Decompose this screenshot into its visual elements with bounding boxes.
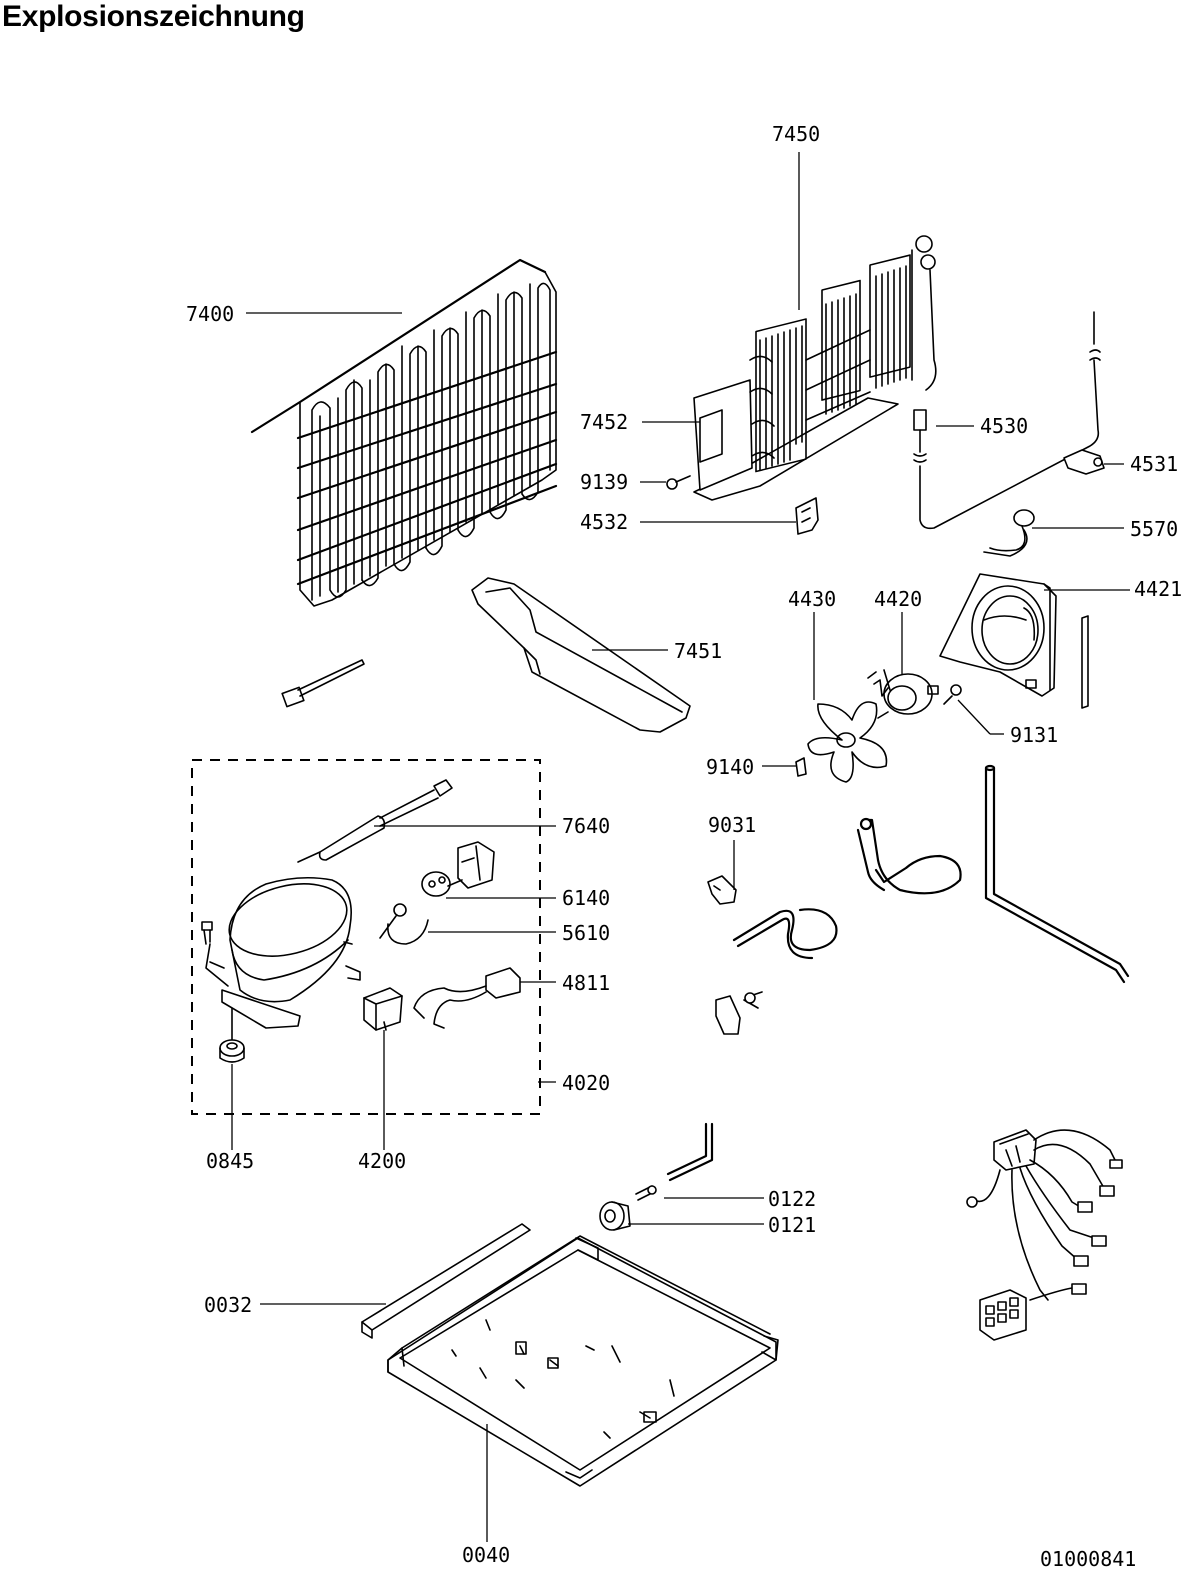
compressor — [205, 876, 361, 1029]
clip-9031 — [707, 875, 737, 905]
connector-4531 — [1063, 449, 1105, 475]
drawing-number: 01000841 — [1040, 1547, 1136, 1571]
base-frame — [387, 1235, 779, 1487]
part-label-9140: 9140 — [706, 755, 754, 779]
part-label-5610: 5610 — [562, 921, 610, 945]
part-label-4421: 4421 — [1134, 577, 1182, 601]
part-label-7640: 7640 — [562, 814, 610, 838]
capacitor-4200 — [363, 987, 403, 1031]
axle-0122 — [635, 1185, 657, 1201]
part-label-7452: 7452 — [580, 410, 628, 434]
cable-tie — [281, 659, 365, 708]
screw-9131 — [943, 684, 962, 705]
coiled-tube — [732, 908, 838, 960]
grommet-0845 — [219, 1007, 245, 1063]
plate-7452 — [699, 409, 723, 463]
sensor-4530 — [913, 311, 1101, 530]
fan-housing-4421 — [939, 573, 1089, 709]
part-label-9139: 9139 — [580, 470, 628, 494]
part-label-7400: 7400 — [186, 302, 234, 326]
part-label-0845: 0845 — [206, 1149, 254, 1173]
part-label-7451: 7451 — [674, 639, 722, 663]
evaporator — [693, 235, 937, 501]
part-label-9131: 9131 — [1010, 723, 1058, 747]
main-wire-harness — [966, 1129, 1123, 1341]
suction-tube — [856, 817, 962, 895]
part-label-4020: 4020 — [562, 1071, 610, 1095]
screw-compressor — [201, 921, 213, 945]
bracket-screw — [715, 991, 763, 1035]
wire-harness-4811 — [413, 967, 521, 1029]
page-title: Explosionszeichnung — [2, 0, 305, 33]
part-label-9031: 9031 — [708, 813, 756, 837]
relay-6140 — [421, 841, 495, 897]
clip-4532 — [795, 497, 819, 535]
part-label-4420: 4420 — [874, 587, 922, 611]
part-label-4532: 4532 — [580, 510, 628, 534]
filter-drier-7640 — [297, 779, 453, 863]
clip-9140 — [795, 757, 807, 777]
condenser-coil — [250, 258, 558, 607]
part-label-4531: 4531 — [1130, 452, 1178, 476]
leader-lines — [231, 152, 1130, 1542]
screw-9139 — [666, 475, 691, 490]
bent-pin — [666, 1122, 714, 1182]
grommet-5570 — [983, 509, 1035, 557]
part-label-5570: 5570 — [1130, 517, 1178, 541]
part-label-7450: 7450 — [772, 122, 820, 146]
part-label-0122: 0122 — [768, 1187, 816, 1211]
fan-blade-4430 — [807, 701, 888, 783]
part-label-4200: 4200 — [358, 1149, 406, 1173]
part-label-4530: 4530 — [980, 414, 1028, 438]
rail-0032 — [361, 1223, 531, 1339]
compressor-kit-boundary — [191, 759, 541, 1115]
part-label-4430: 4430 — [788, 587, 836, 611]
fan-motor-4420 — [867, 669, 939, 719]
roller-0121 — [599, 1201, 631, 1231]
part-labels: 7450 7400 7452 4530 9139 4531 4532 5570 … — [186, 122, 1182, 1571]
part-label-0121: 0121 — [768, 1213, 816, 1237]
part-label-4811: 4811 — [562, 971, 610, 995]
drip-tray-7451 — [471, 577, 691, 733]
part-label-0032: 0032 — [204, 1293, 252, 1317]
capillary-tube — [984, 764, 1130, 984]
overload-5610 — [379, 903, 429, 945]
part-label-6140: 6140 — [562, 886, 610, 910]
part-label-0040: 0040 — [462, 1543, 510, 1567]
